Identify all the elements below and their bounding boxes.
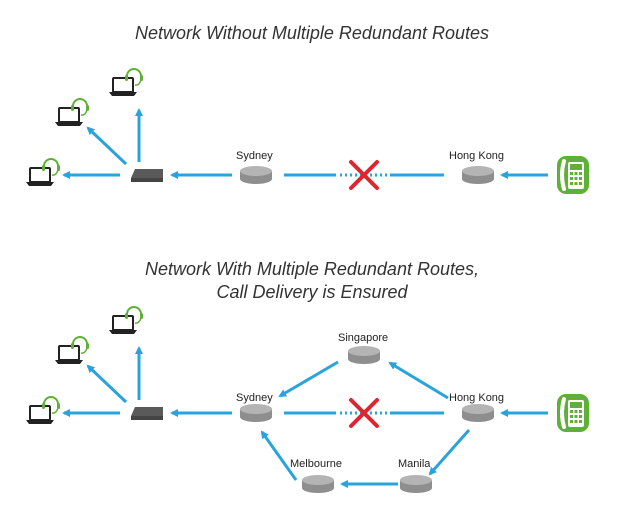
- arrow-singapore-to-sydney: [278, 360, 339, 398]
- router-hongkong-1: [462, 166, 494, 184]
- laptop-headset-icon-1b: [54, 98, 90, 127]
- router-hongkong-2: [462, 404, 494, 422]
- diagram2-title-line1: Network With Multiple Redundant Routes,: [145, 259, 479, 279]
- broken-link-x-icon-1: [349, 160, 379, 190]
- arrow-switch-to-laptop-b-1: [86, 126, 128, 166]
- hongkong-label-2: Hong Kong: [449, 392, 505, 404]
- manila-label: Manila: [398, 458, 431, 470]
- router-melbourne: [302, 475, 334, 493]
- phone-icon-2: [555, 392, 591, 434]
- sydney-label-1: Sydney: [236, 150, 273, 162]
- laptop-headset-icon-1c: [108, 68, 144, 97]
- broken-link-x-icon-2: [349, 398, 379, 428]
- switch-1: [131, 169, 163, 182]
- laptop-headset-icon-2b: [54, 336, 90, 365]
- singapore-label: Singapore: [338, 332, 389, 344]
- arrow-melbourne-to-sydney: [260, 430, 298, 481]
- router-singapore: [348, 346, 380, 364]
- laptop-headset-icon-1a: [25, 158, 61, 187]
- hongkong-label-1: Hong Kong: [449, 150, 505, 162]
- arrow-hongkong-to-manila: [428, 429, 471, 476]
- router-manila: [400, 475, 432, 493]
- phone-icon-1: [555, 154, 591, 196]
- sydney-label-2: Sydney: [236, 392, 273, 404]
- laptop-headset-icon-2c: [108, 306, 144, 335]
- router-sydney-1: [240, 166, 272, 184]
- arrow-hongkong-to-singapore: [388, 361, 449, 400]
- router-sydney-2: [240, 404, 272, 422]
- arrow-switch-to-laptop-b-2: [86, 364, 128, 404]
- laptop-headset-icon-2a: [25, 396, 61, 425]
- switch-2: [131, 407, 163, 420]
- diagram1-title: Network Without Multiple Redundant Route…: [134, 23, 489, 43]
- melbourne-label: Melbourne: [290, 458, 342, 470]
- diagram2-title-line2: Call Delivery is Ensured: [216, 282, 408, 302]
